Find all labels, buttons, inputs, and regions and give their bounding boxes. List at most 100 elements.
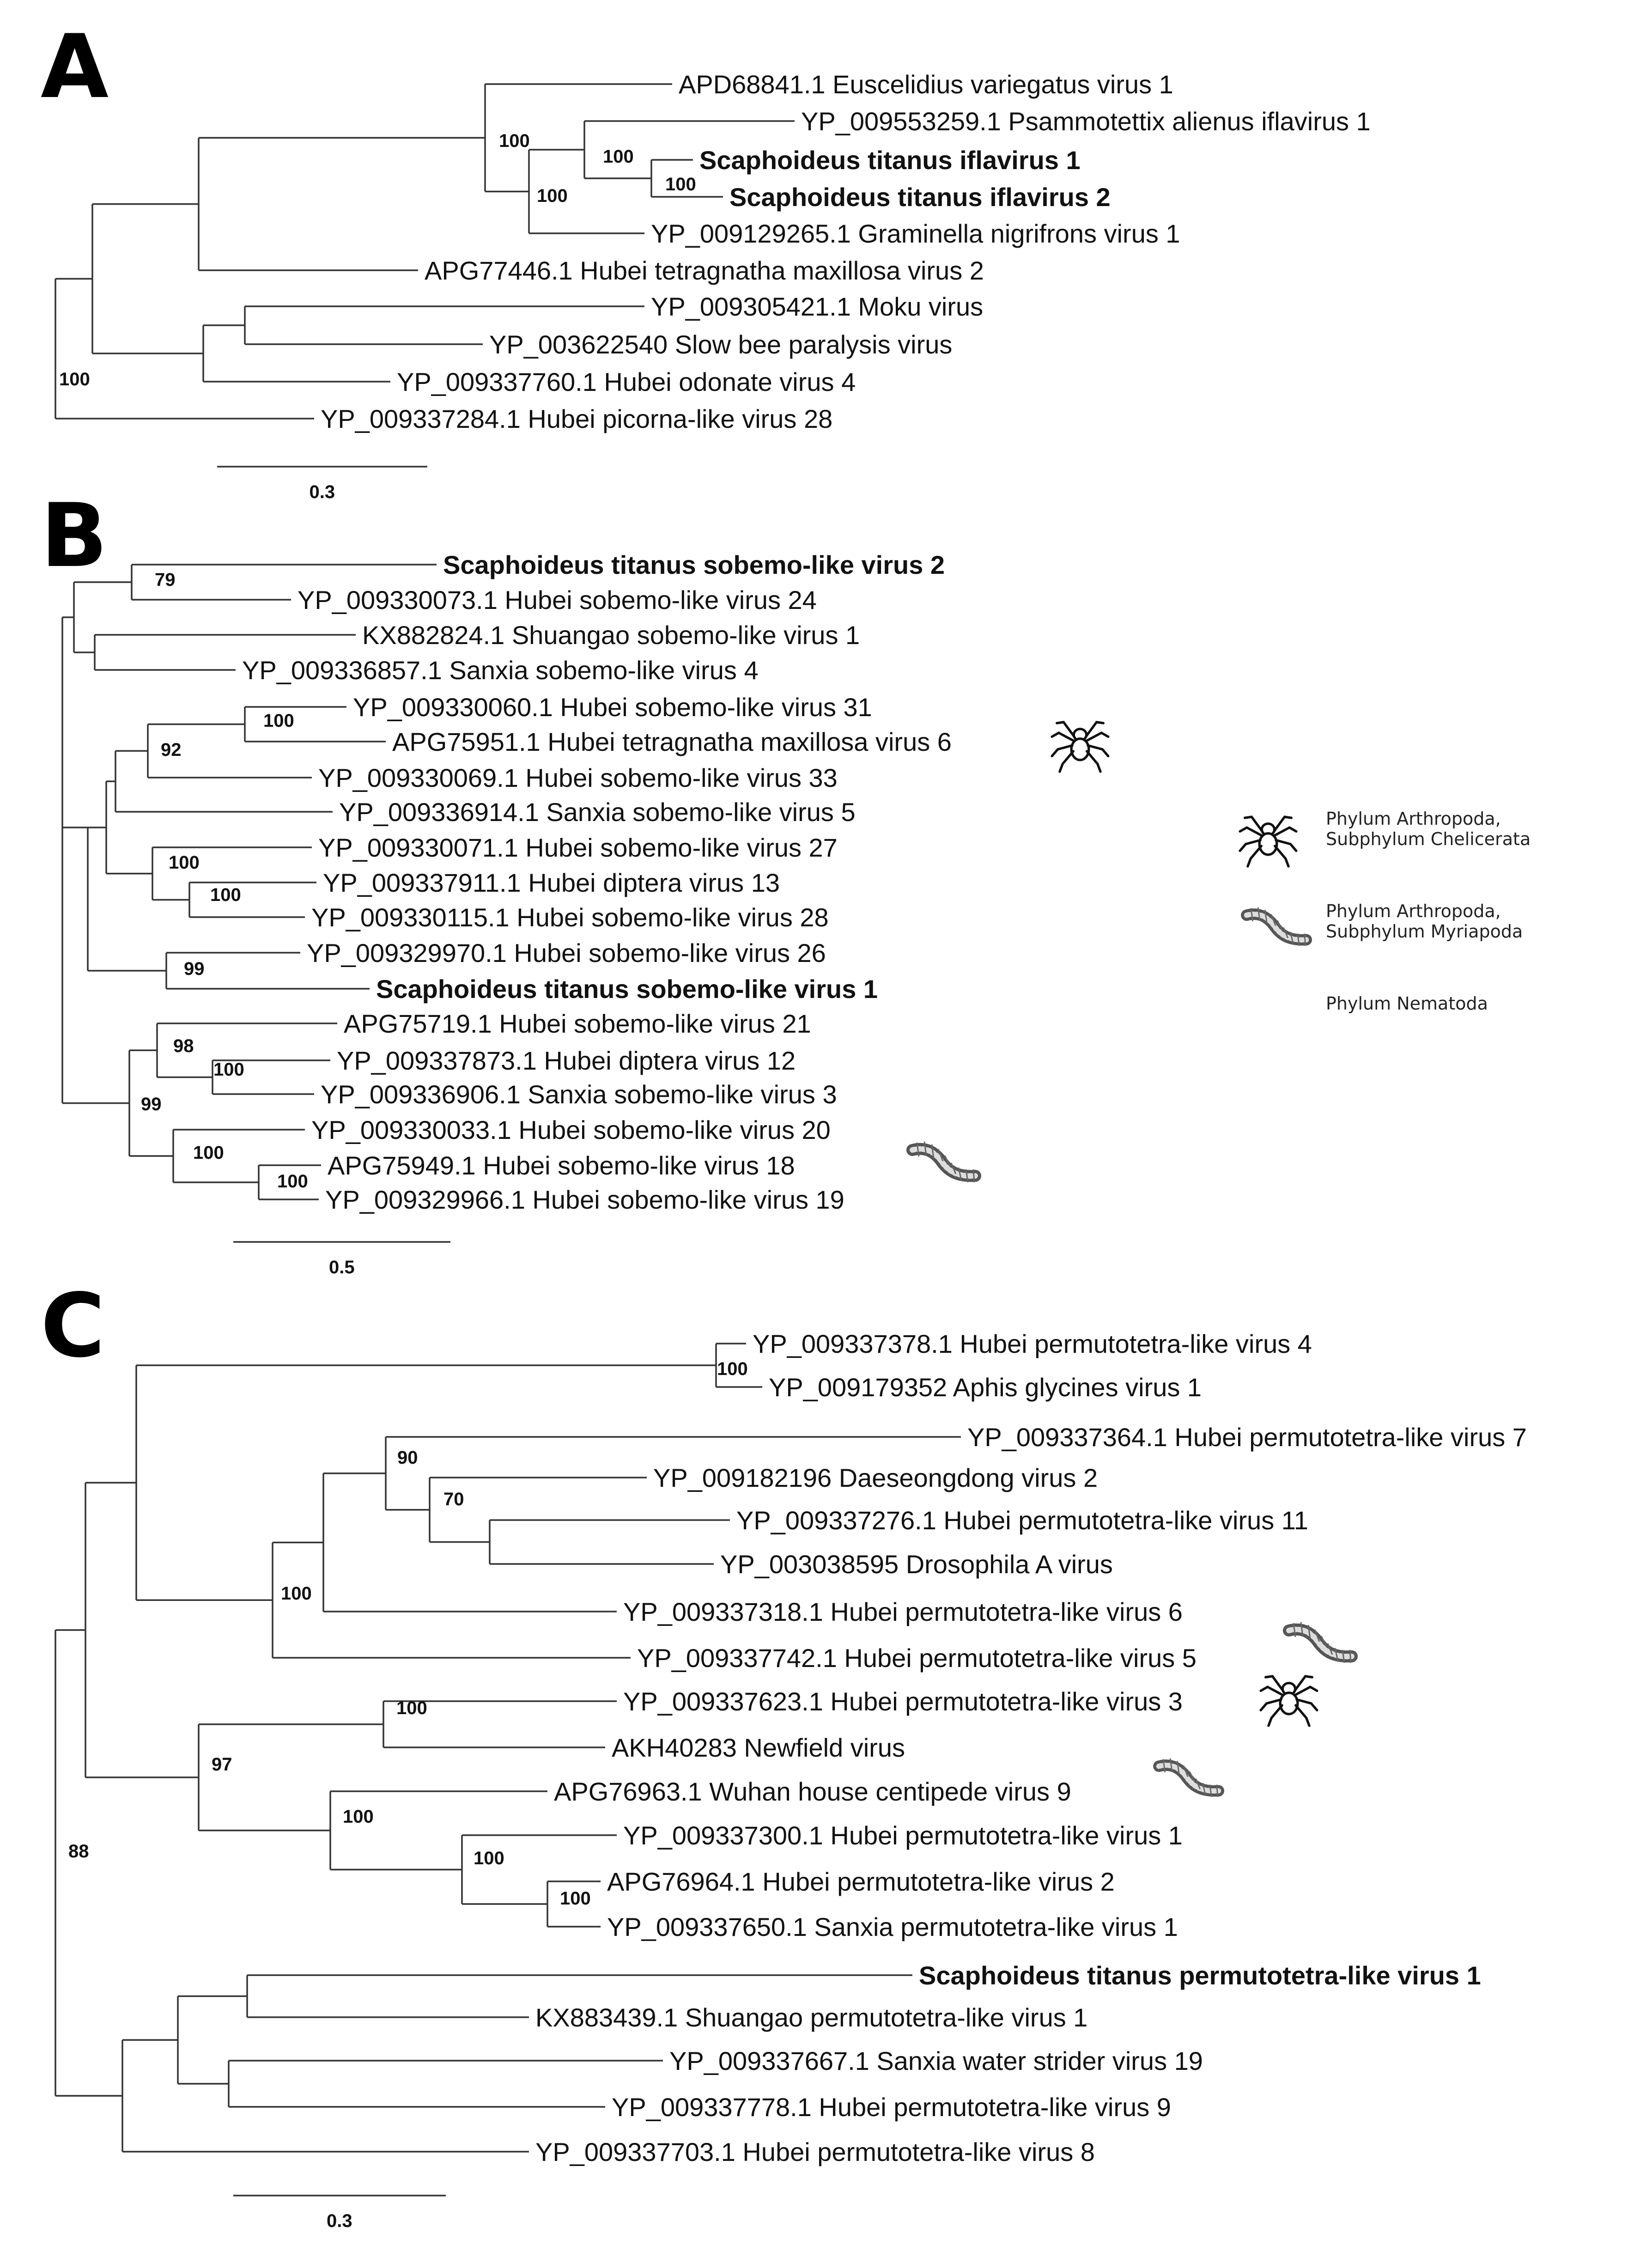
legend-text: Subphylum Chelicerata <box>1326 829 1531 849</box>
bootstrap-value: 100 <box>560 1888 591 1909</box>
leaf-label: APG76963.1 Wuhan house centipede virus 9 <box>554 1777 1071 1806</box>
legend-text: Phylum Arthropoda, <box>1326 901 1501 921</box>
bootstrap-value: 88 <box>68 1841 89 1862</box>
leaf-label: YP_009337873.1 Hubei diptera virus 12 <box>337 1046 796 1075</box>
leaf-label: YP_009330033.1 Hubei sobemo-like virus 2… <box>311 1115 831 1144</box>
leaf-label: YP_009336857.1 Sanxia sobemo-like virus … <box>242 656 759 685</box>
spider-icon <box>1052 722 1108 772</box>
tree-branch <box>105 780 152 875</box>
tree-branch <box>429 1478 490 1543</box>
leaf-label: YP_009337650.1 Sanxia permutotetra-like … <box>607 1912 1178 1941</box>
leaf-label: Scaphoideus titanus iflavirus 2 <box>729 183 1111 212</box>
bootstrap-value: 100 <box>277 1171 308 1192</box>
bootstrap-value: 79 <box>155 570 176 590</box>
tree-branch <box>329 1791 462 1871</box>
leaf-label: Scaphoideus titanus sobemo-like virus 1 <box>376 974 878 1004</box>
leaf-label: AKH40283 Newfield virus <box>612 1733 905 1762</box>
centipede-icon <box>1159 1758 1219 1797</box>
leaf-label: APG76964.1 Hubei permutotetra-like virus… <box>607 1867 1115 1896</box>
tree-branch <box>121 2039 178 2152</box>
tree-branch <box>55 278 92 419</box>
leaf-label: YP_009330073.1 Hubei sobemo-like virus 2… <box>298 585 817 614</box>
leaf-label: APG75951.1 Hubei tetragnatha maxillosa v… <box>392 727 952 756</box>
leaf-label: YP_009330060.1 Hubei sobemo-like virus 3… <box>353 693 872 722</box>
bootstrap-value: 100 <box>59 369 90 389</box>
leaf-label: YP_009337318.1 Hubei permutotetra-like v… <box>623 1597 1183 1626</box>
leaf-label: YP_009330071.1 Hubei sobemo-like virus 2… <box>318 833 838 862</box>
bootstrap-value: 70 <box>443 1489 464 1509</box>
scale-bar-label: 0.5 <box>329 1257 355 1278</box>
tree-branch <box>73 581 132 653</box>
leaf-label: APG75719.1 Hubei sobemo-like virus 21 <box>344 1009 811 1038</box>
tree-branch <box>198 137 485 270</box>
bootstrap-value: 100 <box>396 1698 427 1718</box>
bootstrap-value: 100 <box>603 146 634 167</box>
bootstrap-value: 100 <box>474 1848 504 1868</box>
bootstrap-value: 100 <box>281 1583 312 1604</box>
tree-branch <box>55 1629 122 2097</box>
scale-bar-label: 0.3 <box>327 2211 352 2231</box>
bootstrap-value: 100 <box>717 1359 748 1379</box>
bootstrap-value: 98 <box>173 1036 194 1056</box>
legend-text: Phylum Arthropoda, <box>1326 809 1501 829</box>
tree-branch <box>115 750 148 812</box>
leaf-label: YP_009179352 Aphis glycines virus 1 <box>769 1373 1202 1402</box>
leaf-label: YP_003038595 Drosophila A virus <box>720 1550 1113 1579</box>
bootstrap-value: 100 <box>193 1143 224 1163</box>
leaf-label: YP_009330069.1 Hubei sobemo-like virus 3… <box>318 763 838 792</box>
leaf-label: Scaphoideus titanus iflavirus 1 <box>699 146 1081 175</box>
leaf-label: YP_009337703.1 Hubei permutotetra-like v… <box>535 2137 1095 2166</box>
legend-text: Phylum Nematoda <box>1326 993 1488 1014</box>
bootstrap-value: 100 <box>499 131 530 151</box>
leaf-label: YP_009337623.1 Hubei permutotetra-like v… <box>623 1687 1183 1716</box>
tree-branch <box>91 203 203 354</box>
leaf-label: YP_009336906.1 Sanxia sobemo-like virus … <box>321 1080 837 1109</box>
tree-branch <box>177 1995 247 2085</box>
leaf-label: YP_009337742.1 Hubei permutotetra-like v… <box>637 1643 1196 1673</box>
panel-letter: B <box>41 485 108 587</box>
leaf-label: KX883439.1 Shuangao permutotetra-like vi… <box>535 2003 1087 2032</box>
leaf-label: YP_009329970.1 Hubei sobemo-like virus 2… <box>307 938 826 967</box>
bootstrap-value: 100 <box>213 1059 244 1080</box>
leaf-label: YP_009329966.1 Hubei sobemo-like virus 1… <box>325 1185 844 1214</box>
spider-icon <box>1261 1676 1317 1726</box>
leaf-label: APD68841.1 Euscelidius variegatus virus … <box>679 70 1173 99</box>
bootstrap-value: 90 <box>397 1448 418 1468</box>
bootstrap-value: 100 <box>263 711 294 731</box>
centipede-icon <box>912 1142 975 1182</box>
tree-branch <box>461 1835 547 1905</box>
tree-branch <box>322 1472 386 1612</box>
leaf-label: YP_009337300.1 Hubei permutotetra-like v… <box>623 1821 1183 1850</box>
leaf-label: YP_009337760.1 Hubei odonate virus 4 <box>397 367 856 396</box>
leaf-label: YP_009337667.1 Sanxia water strider viru… <box>669 2046 1203 2075</box>
centipede-icon <box>1247 907 1306 946</box>
panel-letter: A <box>41 16 109 118</box>
bootstrap-value: 100 <box>210 885 241 905</box>
leaf-label: APG77446.1 Hubei tetragnatha maxillosa v… <box>425 256 984 285</box>
leaf-label: APG75949.1 Hubei sobemo-like virus 18 <box>328 1151 795 1180</box>
leaf-label: YP_009330115.1 Hubei sobemo-like virus 2… <box>311 903 829 932</box>
bootstrap-value: 100 <box>169 852 200 873</box>
bootstrap-value: 97 <box>212 1754 232 1775</box>
leaf-label: Scaphoideus titanus sobemo-like virus 2 <box>443 550 945 579</box>
panel-letter: C <box>41 1275 105 1377</box>
leaf-label: YP_009337276.1 Hubei permutotetra-like v… <box>736 1506 1308 1535</box>
leaf-label: YP_009305421.1 Moku virus <box>651 292 983 321</box>
tree-branch <box>202 324 245 382</box>
leaf-label: YP_009553259.1 Psammotettix alienus ifla… <box>801 107 1371 136</box>
leaf-label: KX882824.1 Shuangao sobemo-like virus 1 <box>362 621 860 650</box>
leaf-label: YP_009337378.1 Hubei permutotetra-like v… <box>753 1329 1312 1358</box>
bootstrap-value: 99 <box>141 1094 162 1114</box>
spider-icon <box>1240 817 1296 866</box>
leaf-label: YP_009337778.1 Hubei permutotetra-like v… <box>612 2093 1171 2122</box>
tree-branch <box>61 616 129 1104</box>
leaf-label: YP_009337284.1 Hubei picorna-like virus … <box>321 404 832 433</box>
leaf-label: YP_009336914.1 Sanxia sobemo-like virus … <box>339 797 856 827</box>
scale-bar-label: 0.3 <box>310 482 335 502</box>
leaf-label: YP_003622540 Slow bee paralysis virus <box>489 330 952 359</box>
bootstrap-value: 100 <box>343 1807 374 1827</box>
bootstrap-value: 92 <box>161 740 182 760</box>
leaf-label: YP_009182196 Daeseongdong virus 2 <box>653 1463 1098 1492</box>
bootstrap-value: 100 <box>537 186 568 206</box>
